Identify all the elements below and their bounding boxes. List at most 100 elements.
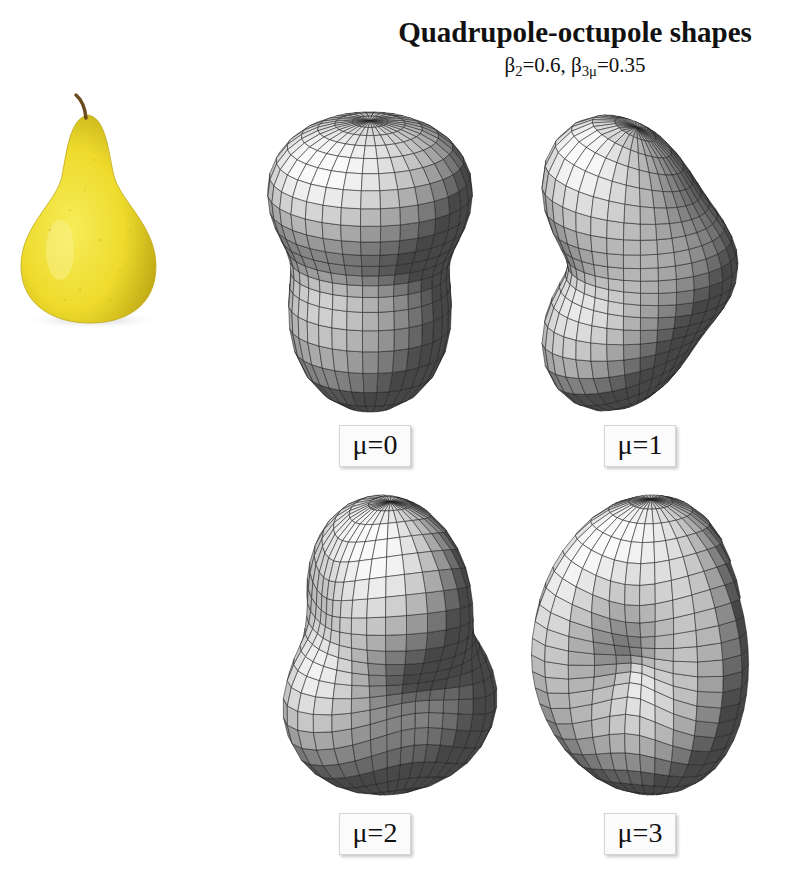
mesh-face [370, 121, 381, 127]
mesh-face [363, 286, 379, 298]
mesh-face [623, 316, 640, 330]
shape-mesh [531, 495, 748, 795]
mesh-face [460, 606, 469, 627]
mesh-face [551, 708, 573, 724]
mesh-face [404, 572, 425, 595]
mesh-face [401, 701, 415, 716]
mesh-face [609, 733, 625, 753]
mesh-face [658, 266, 676, 281]
mesh-face [624, 268, 641, 281]
mesh-face [319, 325, 333, 349]
mesh-face [651, 499, 660, 509]
mesh-face [640, 584, 656, 606]
shape-label-box: μ=2 [339, 813, 412, 855]
mesh-face [380, 225, 400, 242]
mesh-face [627, 770, 642, 785]
mesh-face [611, 560, 628, 584]
mesh-face [351, 634, 367, 650]
shape-mesh [542, 115, 738, 411]
mesh-face [298, 711, 314, 732]
figure-title: Quadrupole-octupole shapes [398, 16, 752, 49]
mesh-face [363, 373, 378, 392]
mesh-face [307, 321, 319, 346]
mesh-face [381, 502, 390, 511]
mesh-face [640, 240, 657, 255]
mesh-face [652, 190, 667, 208]
mesh-face [591, 235, 607, 253]
mesh-face [607, 220, 624, 239]
mesh-face [368, 663, 386, 675]
mesh-face [658, 292, 676, 305]
mesh-face [609, 581, 625, 605]
mesh-face [379, 254, 398, 266]
mesh-face [332, 600, 341, 617]
mesh-face [378, 275, 394, 286]
mesh-face [400, 222, 419, 240]
mesh-face [624, 304, 641, 318]
mesh-face [330, 630, 340, 645]
mesh-face [412, 744, 427, 762]
mesh-face [608, 267, 624, 280]
mesh-face [348, 373, 364, 393]
mesh-face [640, 342, 656, 358]
mesh-face [380, 207, 400, 226]
mesh-face [624, 344, 641, 360]
mesh-face [350, 145, 365, 158]
mesh-face [392, 349, 408, 373]
mesh-face [641, 636, 655, 648]
mesh-face [640, 604, 656, 623]
mesh-face [340, 617, 352, 634]
mesh-face [440, 728, 456, 746]
mesh-face [353, 119, 370, 121]
mesh-face [332, 713, 352, 732]
mesh-face [378, 285, 394, 298]
mesh-face [692, 590, 715, 614]
mesh-face [353, 579, 370, 600]
mesh-face [386, 675, 404, 685]
mesh-face [351, 697, 370, 713]
mesh-face [607, 238, 624, 255]
mesh-face [347, 296, 363, 312]
mesh-face [593, 735, 611, 755]
mesh-face [623, 330, 640, 345]
mesh-face [362, 159, 378, 174]
mesh-face [332, 616, 341, 632]
mesh-face [698, 676, 724, 692]
mesh-face [641, 293, 659, 305]
mesh-face [366, 406, 375, 412]
mesh-face [594, 664, 616, 677]
mesh-face [443, 700, 459, 714]
mesh-face [696, 706, 721, 723]
mesh-face [640, 254, 658, 268]
mesh-face [374, 502, 390, 511]
mesh-face [332, 729, 353, 749]
mesh-face [591, 343, 608, 361]
mesh-face [388, 511, 396, 524]
mesh-face [361, 174, 379, 191]
mesh-face [591, 197, 609, 221]
mesh-face [367, 127, 374, 135]
mesh-face [341, 225, 361, 242]
mesh-face [364, 393, 377, 407]
mesh-face [641, 542, 655, 564]
mesh-face [640, 330, 657, 344]
mesh-face [640, 563, 655, 586]
mesh-face [576, 340, 591, 361]
mesh-face [367, 597, 386, 618]
mesh-face [655, 560, 672, 584]
mesh-face [361, 242, 381, 255]
mesh-face [658, 279, 676, 293]
mesh-face [360, 226, 380, 242]
mesh-face [568, 665, 594, 679]
mesh-face [616, 663, 632, 674]
mesh-face [626, 622, 641, 637]
mesh-face [347, 351, 363, 374]
mesh-face [626, 167, 639, 189]
mesh-face [379, 173, 398, 191]
mesh-face [361, 191, 381, 209]
mesh-face [422, 570, 443, 592]
mesh-face [545, 677, 569, 693]
mesh-face [361, 255, 380, 266]
mesh-face [624, 223, 641, 241]
mesh-face [359, 121, 370, 127]
